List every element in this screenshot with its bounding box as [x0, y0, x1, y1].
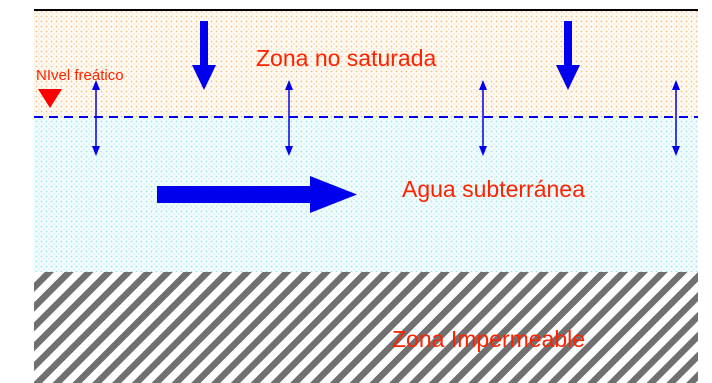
water-table-marker-icon — [38, 89, 62, 108]
groundwater-zone-area — [34, 117, 698, 272]
impermeable-zone-label: Zona Impermeable — [392, 326, 585, 352]
double-headed-arrow-icon — [92, 80, 100, 156]
down-arrow-icon — [556, 21, 580, 90]
unsaturated-zone-area — [34, 11, 698, 117]
groundwater-label: Agua subterránea — [402, 176, 585, 202]
double-headed-arrow-icon — [672, 80, 680, 156]
double-headed-arrow-icon — [479, 80, 487, 156]
impermeable-zone-area — [34, 272, 698, 383]
flow-right-arrow-icon — [157, 176, 357, 213]
down-arrow-icon — [192, 21, 216, 90]
double-headed-arrow-icon — [285, 80, 293, 156]
water-table-label: NIvel freático — [36, 67, 124, 84]
unsaturated-zone-label: Zona no saturada — [256, 45, 437, 71]
